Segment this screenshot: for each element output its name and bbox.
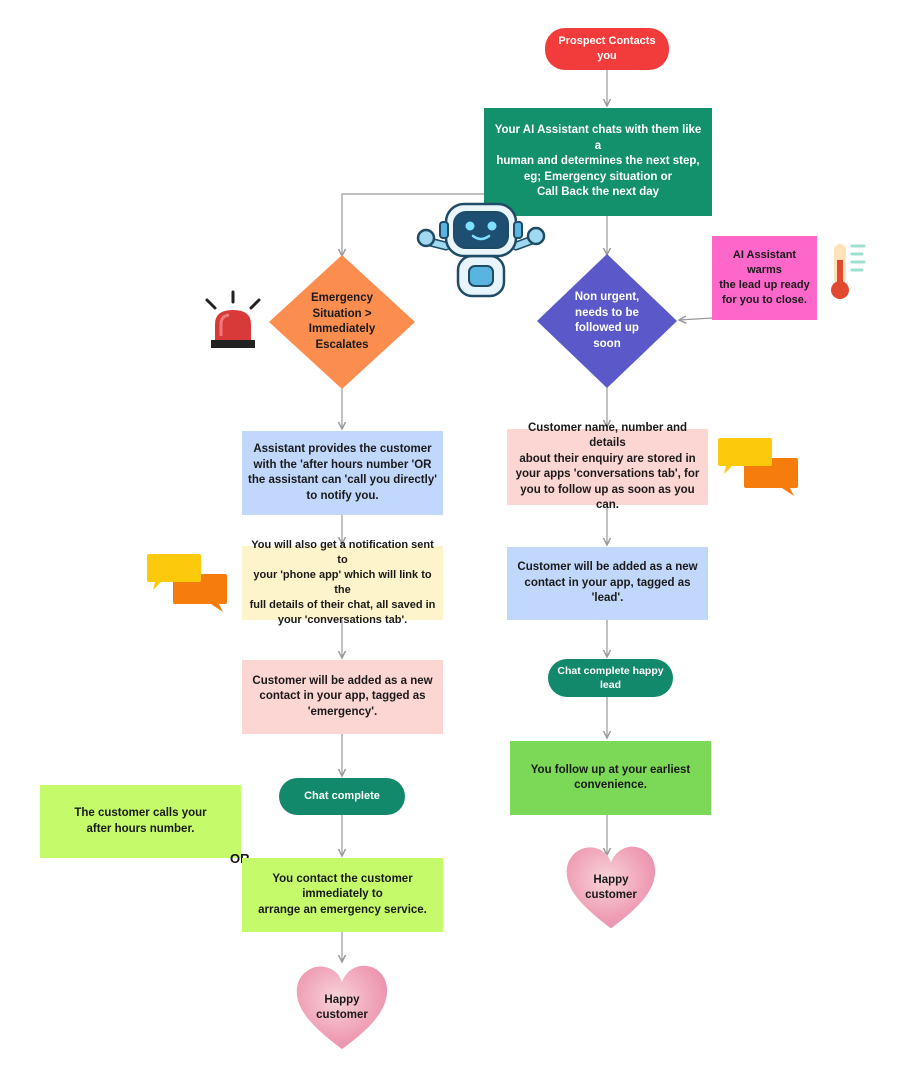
happy-customer-heart-left: Happy customer xyxy=(293,962,391,1054)
robot-icon xyxy=(416,202,546,298)
chat-bubbles-icon xyxy=(718,438,798,496)
heart-icon xyxy=(296,965,388,1050)
happy-customer-label-right: Happy customer xyxy=(585,874,637,901)
lead-chat-complete: Chat complete happy lead xyxy=(548,659,673,697)
happy-customer-heart-right: Happy customer xyxy=(563,843,659,933)
ai-assistant-box: Your AI Assistant chats with them like a… xyxy=(484,108,712,216)
emergency-tagged-box: Customer will be added as a new contact … xyxy=(242,660,443,734)
customer-calls-box: The customer calls your after hours numb… xyxy=(40,785,241,858)
stored-details-box: Customer name, number and details about … xyxy=(507,422,708,511)
you-contact-box: You contact the customer immediately to … xyxy=(242,858,443,932)
chat-bubbles-icon xyxy=(147,554,227,612)
thermometer-icon xyxy=(831,244,866,299)
emergency-decision xyxy=(269,255,415,389)
warm-lead-box: AI Assistant warms the lead up ready for… xyxy=(712,236,817,320)
nonurgent-decision-label: Non urgent, needs to be followed up soon xyxy=(574,291,640,350)
follow-up-box: You follow up at your earliest convenien… xyxy=(510,741,711,815)
siren-icon xyxy=(205,290,261,348)
start-node: Prospect Contacts you xyxy=(545,28,669,70)
arrow-warm-to-nonurgent xyxy=(679,318,713,320)
heart-icon xyxy=(566,846,656,929)
notification-box: You will also get a notification sent to… xyxy=(242,539,443,626)
lead-tagged-box: Customer will be added as a new contact … xyxy=(507,547,708,620)
emergency-decision-label: Emergency Situation > Immediately Escala… xyxy=(308,292,376,351)
nonurgent-decision xyxy=(537,254,677,388)
happy-customer-label-left: Happy customer xyxy=(316,994,368,1021)
provide-number-box: Assistant provides the customer with the… xyxy=(242,431,443,515)
emergency-chat-complete: Chat complete xyxy=(279,778,405,815)
arrow-ai-to-emergency xyxy=(342,193,484,256)
